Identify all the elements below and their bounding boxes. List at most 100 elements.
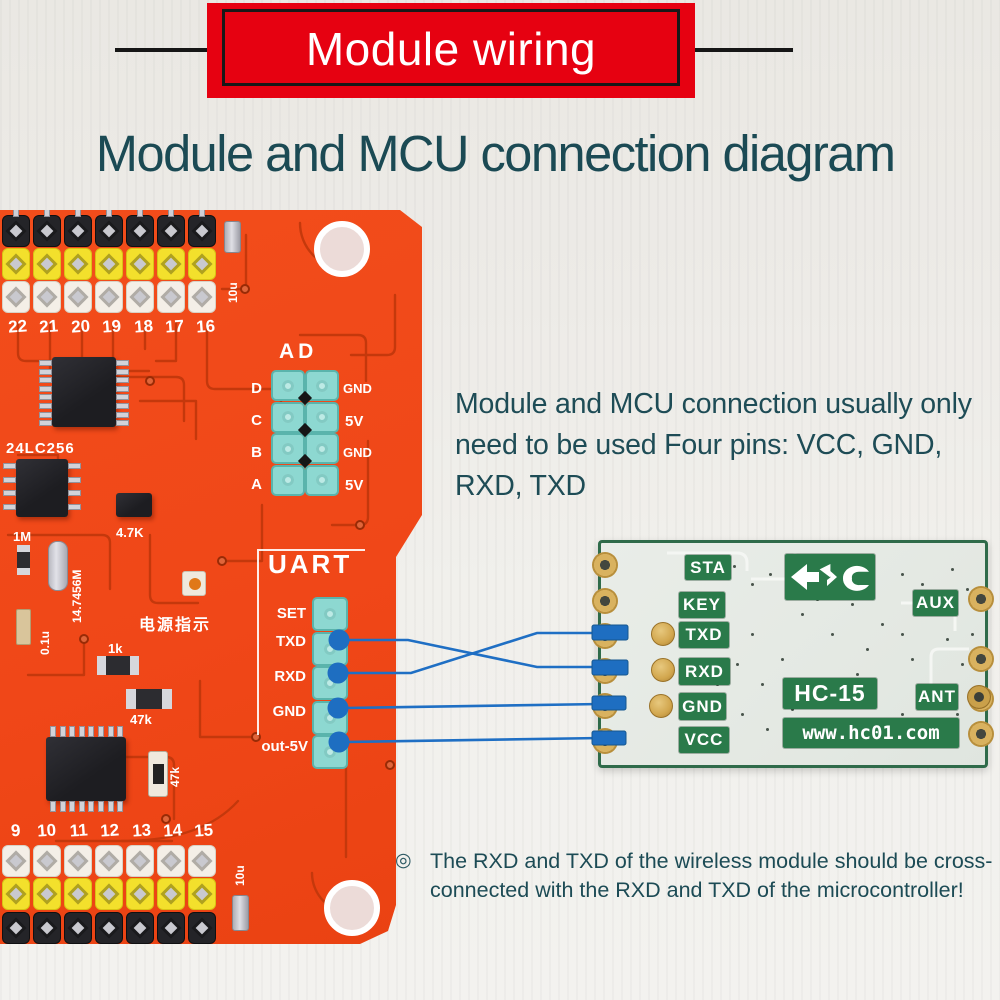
via-dot [781, 658, 784, 661]
jumper-cap [157, 248, 185, 280]
jumper-cap [157, 878, 185, 910]
via-dot [921, 583, 924, 586]
chip-lead [107, 726, 114, 737]
chip-lead [116, 360, 129, 366]
hc-logo-glyph [791, 564, 869, 591]
ad-section-title: AD [279, 340, 318, 363]
via-dot [856, 673, 859, 676]
jumper-cap [95, 845, 123, 877]
castellated-pad [592, 588, 618, 614]
castellated-pad [592, 552, 618, 578]
chip-lead [88, 801, 95, 812]
smd-resistor [97, 656, 139, 675]
socket-pin [327, 715, 333, 720]
ad-pin-label: 5V [345, 413, 364, 430]
via-dot [966, 588, 969, 591]
jumper-cap [126, 912, 154, 944]
pin-tip [13, 210, 19, 217]
pin-tip [199, 210, 205, 217]
via-dot [761, 683, 764, 686]
connection-description: Module and MCU connection usually only n… [455, 388, 972, 503]
ad-pin-label: B [251, 444, 262, 461]
smd-component [148, 751, 168, 797]
jumper-cap [188, 845, 216, 877]
pin-number: 13 [131, 820, 152, 841]
chip-lead [39, 360, 52, 366]
crystal-oscillator [48, 541, 68, 591]
electrolytic-cap [224, 221, 241, 253]
module-pin-label-ant: ANT [916, 684, 958, 710]
ad-pin-label: 5V [345, 477, 364, 494]
jumper-cap [157, 912, 185, 944]
castellated-pad [592, 658, 618, 684]
female-header-socket [312, 700, 348, 735]
via-dot [901, 713, 904, 716]
uart-pin-label: TXD [276, 633, 306, 650]
jumper-cap [188, 215, 216, 247]
chip-lead [107, 801, 114, 812]
chip-lead [69, 801, 76, 812]
socket-pin [327, 749, 333, 755]
socket-pin [319, 414, 325, 420]
electrolytic-cap [232, 895, 249, 931]
female-header-socket [271, 464, 305, 496]
jumper-cap [33, 215, 61, 247]
pin-number: 22 [7, 316, 28, 337]
chip-lead [98, 801, 104, 812]
jumper-cap [188, 281, 216, 313]
chip-lead [116, 403, 129, 409]
via-dot [901, 573, 904, 576]
via-dot [791, 708, 794, 711]
jumper-cap [64, 845, 92, 877]
module-model-label: HC-15 [783, 678, 877, 709]
jumper-cap [33, 248, 61, 280]
jumper-cap [157, 845, 185, 877]
chip-lead [68, 476, 81, 483]
chip-lead [3, 476, 16, 483]
sot23-transistor [116, 493, 152, 517]
mounting-hole-bottom [324, 880, 380, 936]
jumper-cap [95, 281, 123, 313]
smd-capacitor [16, 609, 31, 645]
jumper-cap [126, 878, 154, 910]
chip-lead [39, 420, 52, 427]
chip-lead [78, 726, 85, 737]
jumper-cap [126, 845, 154, 877]
module-pin-label-key: KEY [679, 592, 725, 618]
pin-number: 18 [133, 316, 154, 337]
solder-pad [649, 694, 673, 718]
jumper-cap [64, 878, 92, 910]
via-dot [769, 573, 772, 576]
pin-number: 21 [38, 316, 60, 337]
jumper-cap [95, 878, 123, 910]
chip-lead [116, 368, 129, 375]
led-lens [189, 578, 201, 590]
ad-pin-label: A [251, 476, 262, 493]
chip-lead [3, 463, 16, 469]
jumper-cap [2, 878, 30, 910]
capacitor-label: 0.1u [38, 630, 52, 655]
top-pin-numbers: 22 21 20 19 18 17 16 [2, 316, 222, 337]
banner-border [222, 9, 680, 86]
uart-pin-label: SET [276, 605, 306, 622]
banner-right-line [620, 48, 793, 52]
chip-lead [59, 801, 66, 812]
ad-pin-label: GND [343, 381, 372, 396]
pin-number: 9 [10, 820, 22, 841]
via-dot [961, 663, 964, 666]
via-dot [866, 648, 869, 651]
jumper-cap [64, 215, 92, 247]
jumper-cap [64, 912, 92, 944]
socket-pin [327, 646, 333, 651]
chip-lead [59, 726, 66, 737]
jumper-cap [157, 281, 185, 313]
bottom-pin-numbers: 9 10 11 12 13 14 15 [0, 820, 220, 841]
smd-resistor [17, 545, 30, 575]
socket-pin [285, 477, 291, 483]
jumper-cap [33, 878, 61, 910]
chip-lead [116, 385, 129, 392]
jumper-cap [95, 912, 123, 944]
chip-lead [50, 801, 56, 812]
chip-lead [39, 403, 52, 409]
module-pin-label-aux: AUX [913, 590, 958, 616]
